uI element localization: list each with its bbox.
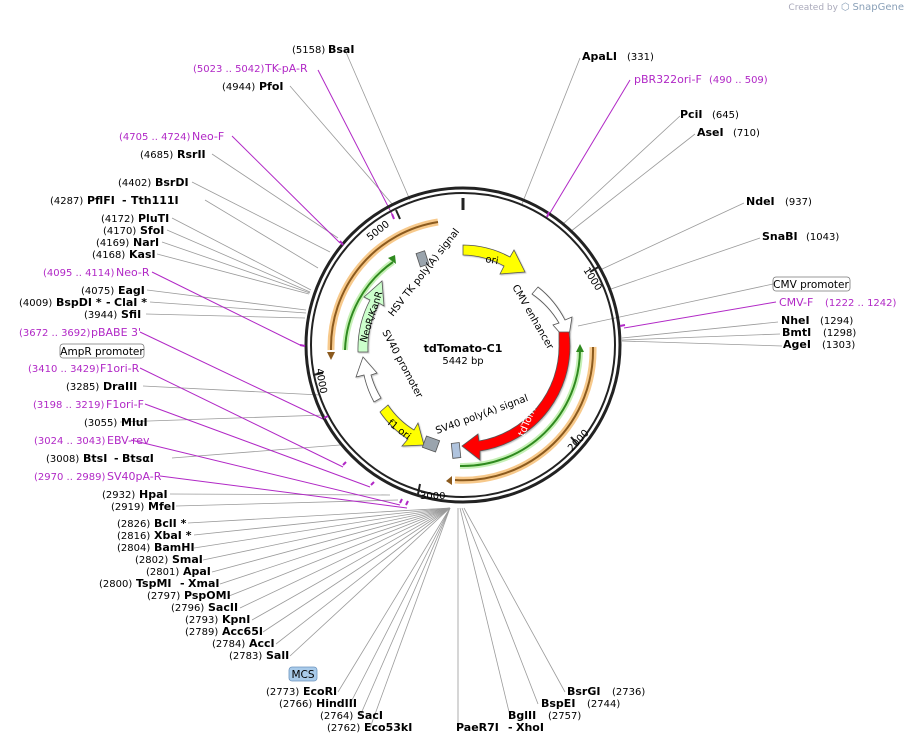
site-label-sfoi[interactable]: (4170)SfoI — [103, 224, 164, 237]
primer-label-pbabe[interactable]: (3672 .. 3692)pBABE 3' — [19, 326, 141, 339]
site-label-bspdi[interactable]: (4009)BspDI *-ClaI * — [19, 296, 147, 309]
snapgene-logo: ⬡ — [840, 2, 850, 13]
primer-label-neo-f[interactable]: (4705 .. 4724)Neo-F — [119, 130, 224, 143]
site-label-kasi[interactable]: (4168)KasI — [92, 248, 156, 261]
site-label-mfei[interactable]: (2919)MfeI — [111, 500, 175, 513]
site-label-eagi[interactable]: (4075)EagI — [81, 284, 145, 297]
feature-ori[interactable] — [462, 244, 526, 275]
site-label-pspomi[interactable]: (2797)PspOMI — [147, 589, 231, 602]
site-label-acc65i[interactable]: (2789)Acc65I — [185, 625, 263, 638]
primer-label-ebv-rev[interactable]: (3024 .. 3043)EBV-rev — [34, 434, 150, 447]
site-label-smai[interactable]: (2802)SmaI — [135, 553, 203, 566]
primer-label-tkpa-r[interactable]: (5023 .. 5042)TK-pA-R — [193, 62, 308, 75]
site-label-hindiii[interactable]: (2766)HindIII — [279, 697, 357, 710]
site-label-agei[interactable]: AgeI(1303) — [783, 338, 855, 351]
feature-label-sv40-promoter: SV40 promoter — [379, 328, 425, 401]
primer-label-sv40pa-r[interactable]: (2970 .. 2989)SV40pA-R — [34, 470, 162, 483]
feature-neor-kanr[interactable] — [357, 280, 385, 353]
feature-f1-ori[interactable] — [379, 404, 425, 447]
mcs-box[interactable]: MCS — [288, 666, 318, 682]
site-label-apali[interactable]: ApaLI(331) — [582, 50, 654, 63]
site-label-sacii[interactable]: (2796)SacII — [171, 601, 238, 614]
site-label-acci[interactable]: (2784)AccI — [212, 637, 275, 650]
primer-label-pbr322ori-f[interactable]: pBR322ori-F(490 .. 509) — [634, 73, 768, 86]
site-label-paer7i[interactable]: PaeR7I-XhoI — [456, 721, 544, 734]
snapgene-credit: Created by ⬡ SnapGene — [788, 2, 904, 13]
site-label-tspmi[interactable]: (2800)TspMI-XmaI — [99, 577, 219, 590]
site-label-bsrgi[interactable]: BsrGI(2736) — [567, 685, 645, 698]
site-label-kpni[interactable]: (2793)KpnI — [185, 613, 250, 626]
site-label-bsai[interactable]: (5158)BsaI — [292, 43, 354, 56]
site-label-saci[interactable]: (2764)SacI — [320, 709, 383, 722]
site-label-xbai[interactable]: (2816)XbaI * — [117, 529, 192, 542]
site-label-asei[interactable]: AseI(710) — [697, 126, 760, 139]
feature-sv40-promoter[interactable] — [355, 356, 382, 403]
primer-label-cmv-f[interactable]: CMV-F(1222 .. 1242) — [779, 296, 897, 309]
primer-label-f1ori-f[interactable]: (3198 .. 3219)F1ori-F — [33, 398, 144, 411]
site-label-sfii[interactable]: (3944)SfiI — [84, 308, 141, 321]
plasmid-name: tdTomato-C1 — [424, 342, 503, 355]
feature-label-hsvtk: HSV TK poly(A) signal — [387, 227, 462, 319]
position-ticks — [312, 209, 601, 495]
site-label-apai[interactable]: (2801)ApaI — [146, 565, 211, 578]
site-label-hpai[interactable]: (2932)HpaI — [102, 488, 168, 501]
feature-hsvtk-marker[interactable] — [421, 435, 441, 453]
site-label-ecori[interactable]: (2773)EcoRI — [266, 685, 337, 698]
tick-label-4000: 4000 — [313, 368, 328, 395]
site-label-mlui[interactable]: (3055)MluI — [84, 416, 148, 429]
ampr-promoter-box[interactable]: AmpR promoter — [59, 343, 145, 359]
site-label-rsrii[interactable]: (4685)RsrII — [140, 148, 206, 161]
credit-brand: SnapGene — [852, 2, 904, 13]
site-label-pluti[interactable]: (4172)PluTI — [101, 212, 169, 225]
site-label-eco53ki[interactable]: (2762)Eco53kI — [327, 721, 412, 734]
feature-hsvtk-box[interactable] — [415, 250, 430, 268]
cmv-promoter-box[interactable]: CMV promoter — [772, 276, 851, 292]
feature-tdtomato[interactable] — [461, 331, 571, 461]
site-label-nhei[interactable]: NheI(1294) — [781, 314, 853, 327]
orf-arcs-left — [327, 218, 439, 360]
site-label-draiii[interactable]: (3285)DraIII — [66, 380, 137, 393]
site-label-snabi[interactable]: SnaBI(1043) — [762, 230, 839, 243]
primer-label-f1ori-r[interactable]: (3410 .. 3429)F1ori-R — [28, 362, 140, 375]
feature-sv40-polya[interactable] — [450, 442, 462, 459]
tick-label-3000: 3000 — [420, 491, 445, 502]
ampr-promoter-label: AmpR promoter — [60, 346, 144, 358]
backbone-inner — [310, 192, 616, 498]
site-label-bmti[interactable]: BmtI(1298) — [782, 326, 856, 339]
site-label-sali[interactable]: (2783)SalI — [229, 649, 289, 662]
orf-arcs-right — [446, 344, 597, 485]
site-label-ndei[interactable]: NdeI(937) — [746, 195, 812, 208]
site-label-nari[interactable]: (4169)NarI — [96, 236, 159, 249]
site-label-pflfi[interactable]: (4287)PflFI-Tth111I — [50, 194, 179, 207]
primer-label-neo-r[interactable]: (4095 .. 4114)Neo-R — [43, 266, 150, 279]
site-label-bamhi[interactable]: (2804)BamHI — [117, 541, 195, 554]
leader-lines — [119, 49, 783, 729]
backbone-outer — [304, 186, 622, 504]
site-label-pcii[interactable]: PciI(645) — [680, 108, 739, 121]
site-label-bspei[interactable]: BspEI(2744) — [541, 697, 620, 710]
primer-leader-lines — [130, 69, 777, 509]
cmv-promoter-label: CMV promoter — [773, 279, 849, 291]
site-label-pfoi[interactable]: (4944)PfoI — [222, 80, 284, 93]
site-label-btsi[interactable]: (3008)BtsI-BtsαI — [46, 452, 154, 465]
primer-site-ticks — [299, 211, 626, 506]
site-label-bcli[interactable]: (2826)BclI * — [117, 517, 187, 530]
mcs-label: MCS — [291, 669, 314, 681]
site-label-bglii[interactable]: BglII(2757) — [508, 709, 581, 722]
plasmid-length: 5442 bp — [442, 356, 483, 367]
feature-label-ori: ori — [484, 254, 499, 267]
credit-prefix: Created by — [788, 3, 838, 13]
site-label-bsrdi[interactable]: (4402)BsrDI — [118, 176, 189, 189]
